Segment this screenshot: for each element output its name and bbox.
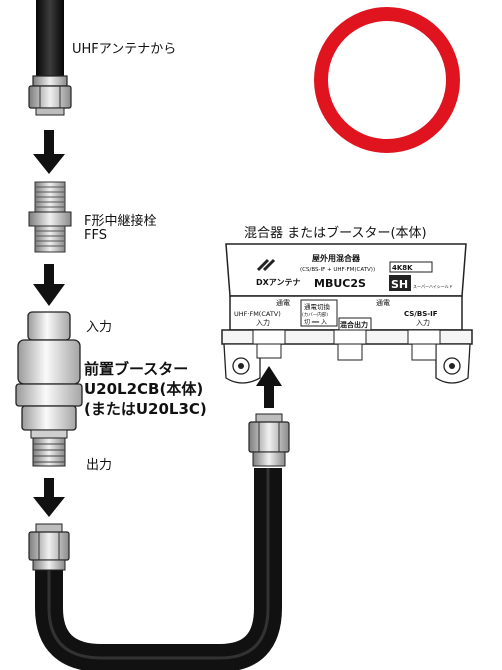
port-mix-label: 混合出力 [340,320,368,329]
port-cs-label-top: CS/BS-IF [404,310,438,318]
cable-f-connector-left [28,523,70,571]
label-booster-title: 前置ブースター [84,360,189,378]
pre-booster-device [15,311,83,467]
label-mixer-title: 混合器 またはブースター(本体) [244,226,427,241]
label-booster-output: 出力 [86,458,113,473]
arrow-down-icon [33,130,65,174]
f-relay-connector [28,181,72,253]
mixer-device [221,243,473,384]
uhf-cable-f-connector [28,75,72,116]
arrow-down-icon [33,478,65,517]
badge-sh-sub: スーパーハイシールド [413,284,453,289]
label-uhf-antenna: UHFアンテナから [72,42,177,57]
mixer-spec: (CS/BS-IF + UHF·FM(CATV)) [300,267,375,273]
badge-sh: SH [391,278,408,291]
badge-4k8k: 4K8K [392,264,413,272]
switch-sub: (カバー内部) [302,311,328,318]
port-cs-label-bottom: 入力 [416,318,430,327]
label-connector-name: F形中継接栓 [84,214,157,229]
red-ring-mark [314,7,460,153]
switch-label: 通電切換 [304,302,331,311]
tsuuden-right: 通電 [376,298,390,307]
tsuuden-left: 通電 [276,298,290,307]
mixer-kind: 屋外用混合器 [312,253,361,263]
label-connector-model: FFS [84,228,107,243]
uhf-cable [36,0,64,78]
mixer-model: MBUC2S [314,277,366,290]
port-uhf-label-top: UHF·FM(CATV) [234,310,281,318]
arrow-up-icon [256,366,282,408]
mixer-brand: DXアンテナ [256,278,301,287]
switch-state: 切 ━━ 入 [304,319,327,326]
cable-f-connector-right [248,413,290,467]
label-booster-model: U20L2CB(本体) [84,380,204,398]
coax-cable [35,468,282,670]
arrow-down-icon [33,264,65,306]
port-uhf-label-bottom: 入力 [256,318,270,327]
label-booster-alt: (またはU20L3C) [84,400,207,418]
label-booster-input: 入力 [86,320,113,335]
